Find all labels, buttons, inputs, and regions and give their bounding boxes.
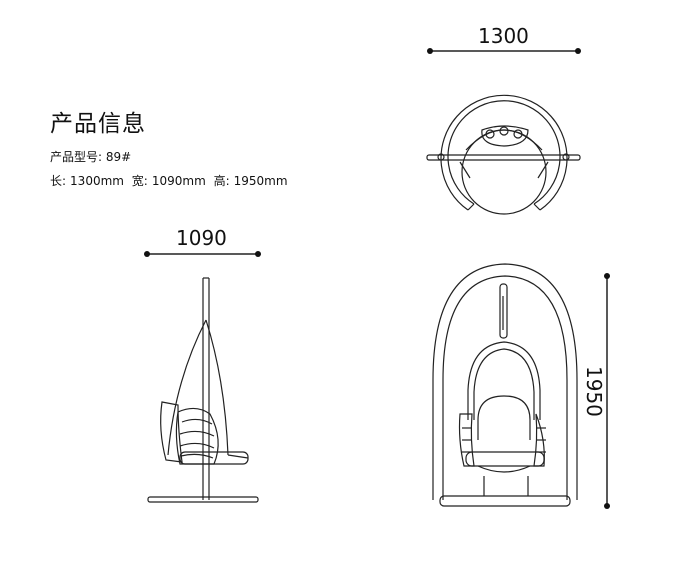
length-label: 长: bbox=[50, 174, 67, 188]
dimensions-line: 长:1300mm 宽:1090mm 高:1950mm bbox=[50, 172, 292, 189]
width-value: 1090mm bbox=[151, 174, 206, 188]
height-label: 高: bbox=[213, 174, 230, 188]
front-height-dimension bbox=[604, 273, 610, 509]
length-value: 1300mm bbox=[70, 174, 124, 188]
info-title: 产品信息 bbox=[50, 111, 146, 137]
width-label: 宽: bbox=[131, 174, 148, 188]
top-view-drawing bbox=[426, 94, 581, 215]
front-view-drawing bbox=[432, 263, 578, 507]
side-view-drawing bbox=[147, 277, 259, 503]
model-value: 89# bbox=[105, 150, 132, 164]
top-width-dimension bbox=[427, 48, 581, 54]
height-value: 1950mm bbox=[233, 174, 288, 188]
model-line: 产品型号: 89# bbox=[50, 148, 131, 165]
side-depth-dimension bbox=[144, 251, 261, 257]
top-width-label: 1300 bbox=[478, 24, 529, 48]
side-depth-label: 1090 bbox=[176, 226, 227, 250]
model-label: 产品型号: bbox=[50, 150, 103, 164]
